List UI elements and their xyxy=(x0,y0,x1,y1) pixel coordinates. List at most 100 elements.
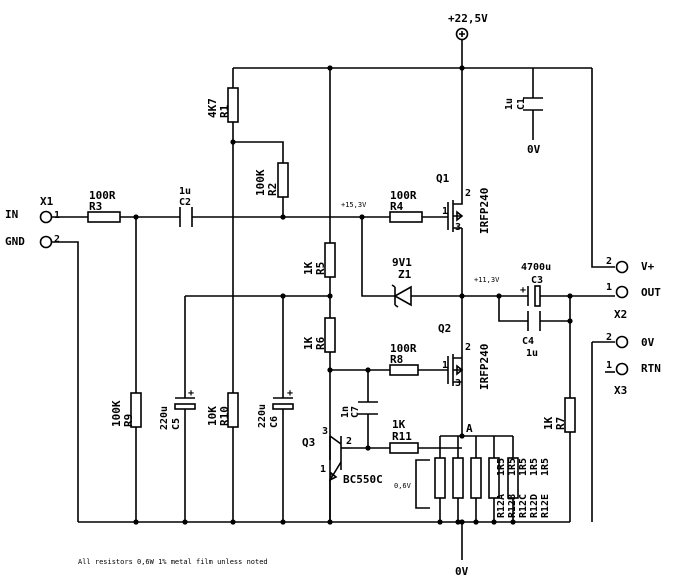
node-voltage-15v3: +15,3V xyxy=(341,201,367,209)
resistor-r1 xyxy=(227,87,239,123)
resistor-r12c-value: 1R5 xyxy=(518,458,529,476)
resistor-r2-ref: R2 xyxy=(266,183,279,196)
transistor-q3-pin3: 3 xyxy=(322,426,328,437)
resistor-r2-value: 100K xyxy=(254,169,267,196)
resistor-r7-value: 1K xyxy=(542,416,555,430)
capacitor-c1 xyxy=(523,97,543,111)
resistor-r12a xyxy=(434,457,446,499)
supply-positive-terminal xyxy=(455,27,469,41)
resistor-r12d-value: 1R5 xyxy=(529,458,540,476)
sense-voltage-label: 0,6V xyxy=(394,482,412,490)
mosfet-q2-pin3: 3 xyxy=(455,378,461,389)
capacitor-c7-value: 1n xyxy=(340,406,351,418)
connector-x1-pin1: 1 xyxy=(54,210,60,221)
capacitor-c5-polarity: + xyxy=(188,388,194,399)
node-voltage-11v3: +11,3V xyxy=(474,276,500,284)
resistor-r10-ref: R10 xyxy=(218,406,231,426)
resistor-r9-ref: R9 xyxy=(122,414,135,427)
mosfet-q1-pin1: 1 xyxy=(442,206,448,217)
capacitor-c4-value: 1u xyxy=(526,348,538,359)
resistor-bank-pin-a: A xyxy=(466,422,473,435)
resistor-r12a-value: 1R5 xyxy=(496,458,507,476)
zero-volt-terminal xyxy=(615,335,629,349)
input-label: IN xyxy=(5,208,18,221)
rtn-terminal xyxy=(615,362,629,376)
resistor-r11 xyxy=(389,442,419,454)
capacitor-c2-value: 1u xyxy=(179,186,191,197)
footnote: All resistors 0,6W 1% metal film unless … xyxy=(78,558,268,566)
resistor-r8-ref: R8 xyxy=(390,353,403,366)
zener-diode-z1 xyxy=(391,284,412,308)
capacitor-c6-ref: C6 xyxy=(269,416,280,428)
transistor-q3 xyxy=(328,435,350,482)
resistor-r12a-ref: R12A xyxy=(496,494,507,518)
mosfet-q1-ref: Q1 xyxy=(436,172,450,185)
capacitor-c6 xyxy=(272,397,294,410)
resistor-r12c-ref: R12C xyxy=(518,494,529,518)
supply-positive-label: +22,5V xyxy=(448,12,488,25)
capacitor-c4 xyxy=(527,311,541,331)
capacitor-c7 xyxy=(358,401,378,415)
connector-x2-pin2: 2 xyxy=(606,256,612,267)
resistor-r10 xyxy=(227,392,239,428)
resistor-r4-ref: R4 xyxy=(390,200,404,213)
resistor-r7-ref: R7 xyxy=(554,417,567,430)
capacitor-c5-value: 220u xyxy=(159,406,170,430)
mosfet-q2-pin2: 2 xyxy=(465,342,471,353)
connector-x1-label: X1 xyxy=(40,195,54,208)
resistor-r12e xyxy=(507,457,519,499)
resistor-r12c xyxy=(470,457,482,499)
resistor-r12e-value: 1R5 xyxy=(540,458,551,476)
resistor-r12b-ref: R12B xyxy=(507,494,518,518)
resistor-r12b xyxy=(452,457,464,499)
rtn-label: RTN xyxy=(641,362,661,375)
resistor-r10-value: 10K xyxy=(206,406,219,426)
capacitor-c1-ground-label: 0V xyxy=(527,143,541,156)
resistor-r12b-value: 1R5 xyxy=(507,458,518,476)
resistor-r3 xyxy=(87,211,121,223)
vplus-label: V+ xyxy=(641,260,655,273)
resistor-r2 xyxy=(277,162,289,198)
out-terminal xyxy=(615,285,629,299)
resistor-r9-value: 100K xyxy=(110,400,123,427)
ground-input-label: GND xyxy=(5,235,25,248)
capacitor-c3-polarity: + xyxy=(520,285,526,296)
capacitor-c5-ref: C5 xyxy=(171,418,182,430)
resistor-r4-value: 100R xyxy=(390,189,417,202)
transistor-q3-ref: Q3 xyxy=(302,436,315,449)
capacitor-c7-ref: C7 xyxy=(350,406,361,418)
zener-z1-ref: Z1 xyxy=(398,268,412,281)
capacitor-c3-value: 4700u xyxy=(521,262,551,273)
resistor-r12d-ref: R12D xyxy=(529,494,540,518)
mosfet-q2-ref: Q2 xyxy=(438,322,451,335)
resistor-r12d xyxy=(488,457,500,499)
capacitor-c2-ref: C2 xyxy=(179,197,191,208)
resistor-r5 xyxy=(324,242,336,278)
vplus-terminal xyxy=(615,260,629,274)
connector-x1-pin2: 2 xyxy=(54,234,60,245)
resistor-r9 xyxy=(130,392,142,428)
mosfet-q1-part: IRFP240 xyxy=(478,188,491,234)
resistor-r12e-ref: R12E xyxy=(540,494,551,518)
resistor-r4 xyxy=(389,211,423,223)
resistor-r6-value: 1K xyxy=(302,336,315,350)
resistor-r1-value: 4K7 xyxy=(206,98,219,118)
mosfet-q1-pin3: 3 xyxy=(455,222,461,233)
resistor-r5-value: 1K xyxy=(302,261,315,275)
mosfet-q1-pin2: 2 xyxy=(465,188,471,199)
resistor-r11-value: 1K xyxy=(392,418,406,431)
resistor-r6 xyxy=(324,317,336,353)
resistor-r6-ref: R6 xyxy=(314,336,327,350)
capacitor-c6-polarity: + xyxy=(287,388,293,399)
transistor-q3-pin1: 1 xyxy=(320,464,326,475)
resistor-r8 xyxy=(389,364,419,376)
capacitor-c1-ref: C1 xyxy=(516,98,527,110)
out-label: OUT xyxy=(641,286,661,299)
mosfet-q2-part: IRFP240 xyxy=(478,344,491,390)
resistor-r11-ref: R11 xyxy=(392,430,412,443)
capacitor-c5 xyxy=(174,397,196,410)
ground-label: 0V xyxy=(455,565,469,577)
capacitor-c3-ref: C3 xyxy=(531,275,543,286)
mosfet-q2 xyxy=(447,354,464,386)
